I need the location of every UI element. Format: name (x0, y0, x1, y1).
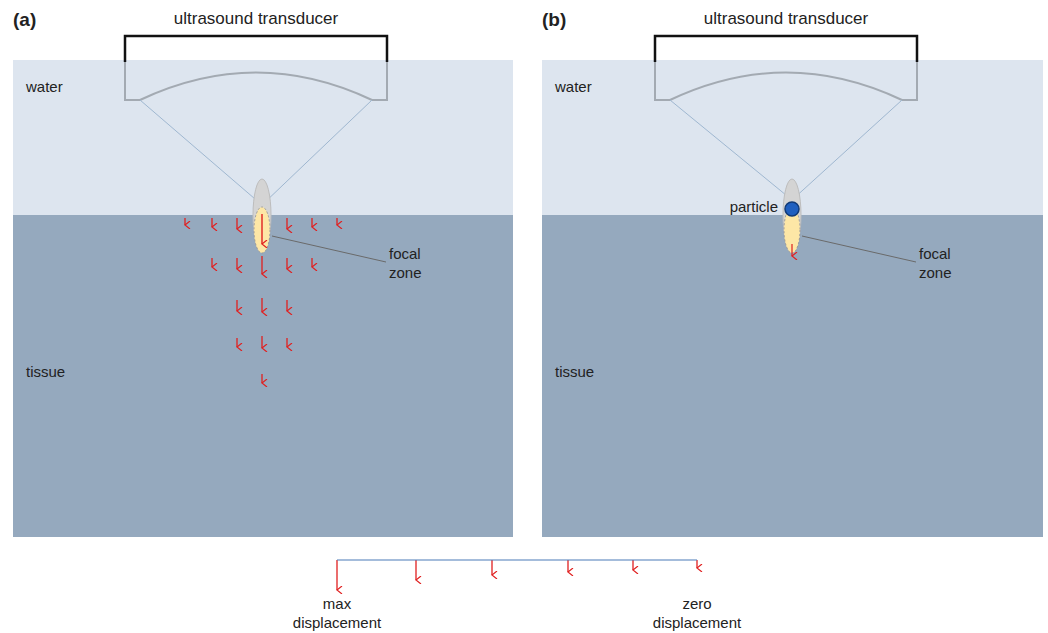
displacement-arrow (261, 298, 262, 312)
displacement-arrow (632, 560, 633, 570)
displacement-arrow (336, 218, 337, 225)
displacement-arrow (236, 258, 237, 269)
displacement-arrow (286, 218, 287, 229)
part-name: focal zone (919, 244, 965, 282)
displacement-arrow (261, 374, 262, 383)
displacement-arrow (286, 258, 287, 269)
tissue-band (542, 215, 1043, 537)
tissue-band (13, 215, 513, 537)
water-region: water (542, 60, 1043, 215)
focal-zone (783, 179, 916, 262)
displacement-arrow (311, 218, 312, 227)
displacement-arrow (236, 338, 237, 347)
displacement-arrow (236, 218, 237, 229)
panel-letter: (a) (13, 8, 36, 31)
water-region: water (13, 60, 513, 215)
displacement-arrows (185, 218, 697, 590)
focal-zone (253, 179, 386, 262)
displacement-arrow (491, 560, 492, 575)
displacement-arrow (336, 560, 337, 590)
part-name: ultrasound transducer (174, 8, 338, 29)
legend-end-label: max displacement (287, 594, 387, 632)
displacement-arrow (261, 336, 262, 348)
tissue-region: tissue (13, 215, 513, 537)
legend-scale (337, 559, 697, 560)
displacement-arrow (184, 218, 185, 225)
leader-line (272, 236, 386, 262)
region-label: water (26, 78, 63, 96)
region-label: tissue (26, 363, 65, 381)
displacement-arrow (696, 560, 697, 568)
part-name: ultrasound transducer (704, 8, 868, 29)
leader-line (802, 236, 916, 262)
displacement-arrow (567, 560, 568, 572)
displacement-arrow (261, 256, 262, 274)
panel-letter: (b) (542, 8, 566, 31)
region-label: water (555, 78, 592, 96)
displacement-arrow (286, 300, 287, 311)
region-label: tissue (555, 363, 594, 381)
transducer (655, 36, 917, 200)
displacement-arrow (415, 560, 416, 580)
displacement-arrow (286, 338, 287, 347)
part-name: particle (730, 197, 778, 216)
legend-end-label: zero displacement (647, 594, 747, 632)
tissue-region: tissue (542, 215, 1043, 537)
displacement-arrow (211, 218, 212, 227)
part-name: focal zone (389, 244, 435, 282)
transducer (125, 36, 387, 205)
displacement-arrow (211, 258, 212, 267)
displacement-arrow (311, 258, 312, 267)
particle (785, 202, 799, 216)
displacement-arrow (236, 300, 237, 311)
